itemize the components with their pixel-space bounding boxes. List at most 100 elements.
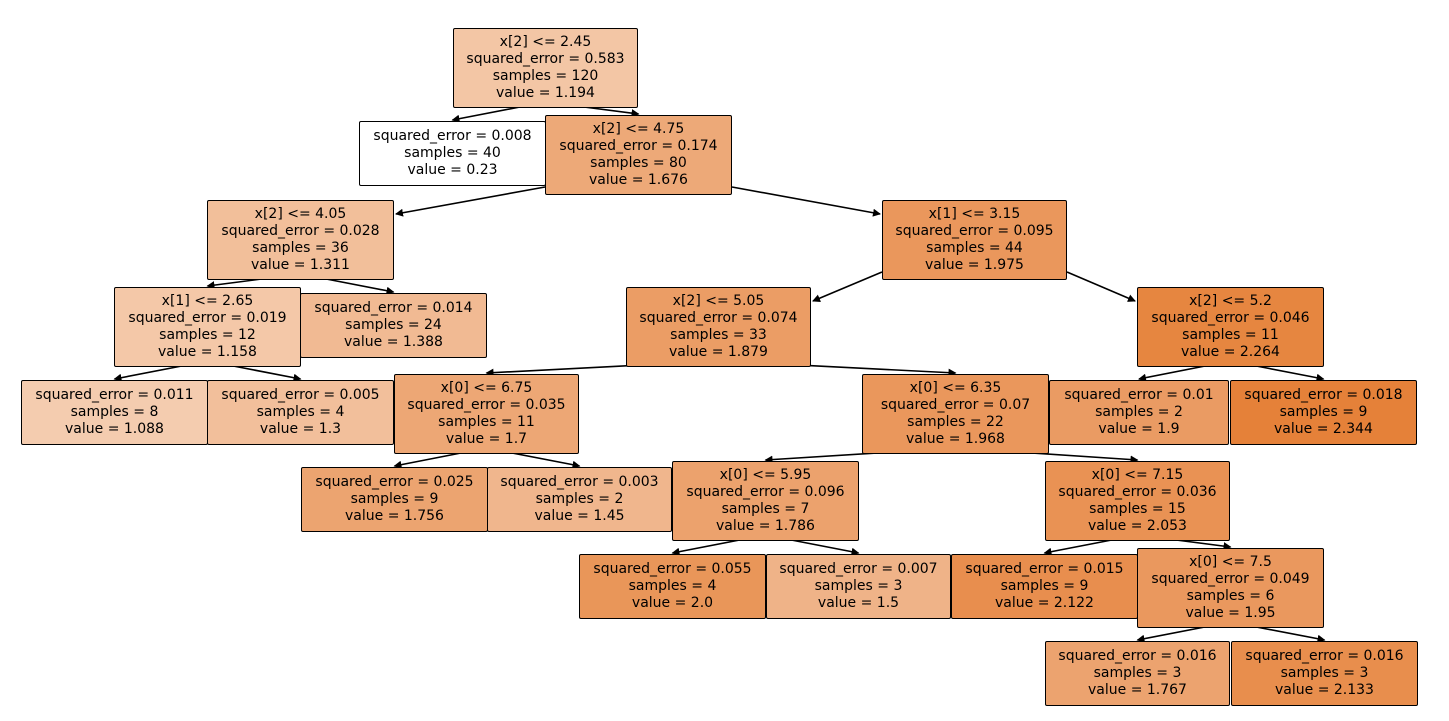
node-line: squared_error = 0.008 bbox=[373, 128, 532, 144]
node-line: value = 1.9 bbox=[1098, 421, 1180, 437]
node-line: samples = 15 bbox=[1089, 501, 1186, 517]
node-line: samples = 33 bbox=[670, 327, 767, 343]
node-line: value = 2.133 bbox=[1275, 682, 1374, 698]
node-line: x[1] <= 3.15 bbox=[928, 206, 1021, 222]
node-line: squared_error = 0.025 bbox=[315, 474, 474, 490]
node-line: squared_error = 0.174 bbox=[559, 138, 718, 154]
node-line: samples = 36 bbox=[252, 240, 349, 256]
node-line: samples = 24 bbox=[345, 317, 442, 333]
node-line: value = 1.311 bbox=[251, 257, 350, 273]
node-line: value = 1.194 bbox=[496, 85, 595, 101]
node-line: squared_error = 0.007 bbox=[779, 561, 938, 577]
node-line: squared_error = 0.035 bbox=[407, 397, 566, 413]
node-line: squared_error = 0.096 bbox=[686, 484, 845, 500]
node-line: x[0] <= 6.35 bbox=[909, 380, 1002, 396]
node-line: squared_error = 0.019 bbox=[128, 310, 287, 326]
node-line: value = 1.968 bbox=[906, 431, 1005, 447]
node-line: squared_error = 0.055 bbox=[593, 561, 752, 577]
node-line: squared_error = 0.016 bbox=[1245, 648, 1404, 664]
node-line: value = 1.388 bbox=[344, 334, 443, 350]
node-line: samples = 8 bbox=[70, 404, 159, 420]
node-line: value = 1.95 bbox=[1185, 605, 1276, 621]
node-line: x[2] <= 5.05 bbox=[672, 293, 765, 309]
node-line: samples = 44 bbox=[926, 240, 1023, 256]
node-line: value = 2.053 bbox=[1088, 518, 1187, 534]
node-line: squared_error = 0.07 bbox=[880, 397, 1031, 413]
node-line: x[1] <= 2.65 bbox=[161, 293, 254, 309]
node-line: squared_error = 0.018 bbox=[1244, 387, 1403, 403]
node-line: value = 1.975 bbox=[925, 257, 1024, 273]
edge-n8-n22 bbox=[1066, 271, 1136, 302]
node-line: value = 1.676 bbox=[589, 172, 688, 188]
node-line: squared_error = 0.015 bbox=[965, 561, 1124, 577]
node-line: x[0] <= 6.75 bbox=[440, 380, 533, 396]
node-line: samples = 7 bbox=[721, 501, 810, 517]
node-line: squared_error = 0.074 bbox=[639, 310, 798, 326]
node-line: samples = 11 bbox=[438, 414, 535, 430]
node-line: squared_error = 0.028 bbox=[221, 223, 380, 239]
node-line: samples = 80 bbox=[590, 155, 687, 171]
node-line: samples = 4 bbox=[628, 578, 717, 594]
node-line: squared_error = 0.003 bbox=[500, 474, 659, 490]
node-line: value = 2.0 bbox=[631, 595, 714, 611]
node-line: x[0] <= 7.5 bbox=[1189, 554, 1272, 570]
node-line: samples = 4 bbox=[256, 404, 345, 420]
edge-n8-n9 bbox=[812, 271, 883, 302]
node-line: samples = 40 bbox=[404, 145, 501, 161]
node-line: squared_error = 0.095 bbox=[895, 223, 1054, 239]
node-line: value = 1.7 bbox=[445, 431, 528, 447]
node-line: value = 1.45 bbox=[534, 508, 625, 524]
node-line: samples = 120 bbox=[492, 68, 599, 84]
node-line: samples = 11 bbox=[1182, 327, 1279, 343]
node-line: samples = 12 bbox=[159, 327, 256, 343]
node-line: x[2] <= 5.2 bbox=[1189, 293, 1272, 309]
node-line: squared_error = 0.014 bbox=[314, 300, 473, 316]
node-line: value = 1.786 bbox=[716, 518, 815, 534]
node-line: value = 2.344 bbox=[1274, 421, 1373, 437]
edge-n2-n3 bbox=[395, 186, 546, 217]
node-line: squared_error = 0.049 bbox=[1151, 571, 1310, 587]
node-line: value = 1.879 bbox=[669, 344, 768, 360]
node-line: samples = 2 bbox=[1095, 404, 1183, 420]
node-line: x[2] <= 2.45 bbox=[499, 34, 592, 50]
node-line: x[0] <= 7.15 bbox=[1091, 467, 1184, 483]
node-line: samples = 3 bbox=[1280, 665, 1369, 681]
node-line: squared_error = 0.005 bbox=[221, 387, 380, 403]
node-line: value = 1.767 bbox=[1088, 682, 1187, 698]
node-line: x[0] <= 5.95 bbox=[719, 467, 812, 483]
node-line: squared_error = 0.011 bbox=[35, 387, 194, 403]
node-line: squared_error = 0.583 bbox=[466, 51, 625, 67]
node-line: value = 0.23 bbox=[407, 162, 498, 178]
node-line: value = 1.756 bbox=[345, 508, 444, 524]
node-line: samples = 2 bbox=[535, 491, 624, 507]
node-line: value = 1.3 bbox=[259, 421, 342, 437]
node-line: value = 2.122 bbox=[995, 595, 1094, 611]
node-line: value = 2.264 bbox=[1181, 344, 1280, 360]
node-line: value = 1.5 bbox=[817, 595, 900, 611]
